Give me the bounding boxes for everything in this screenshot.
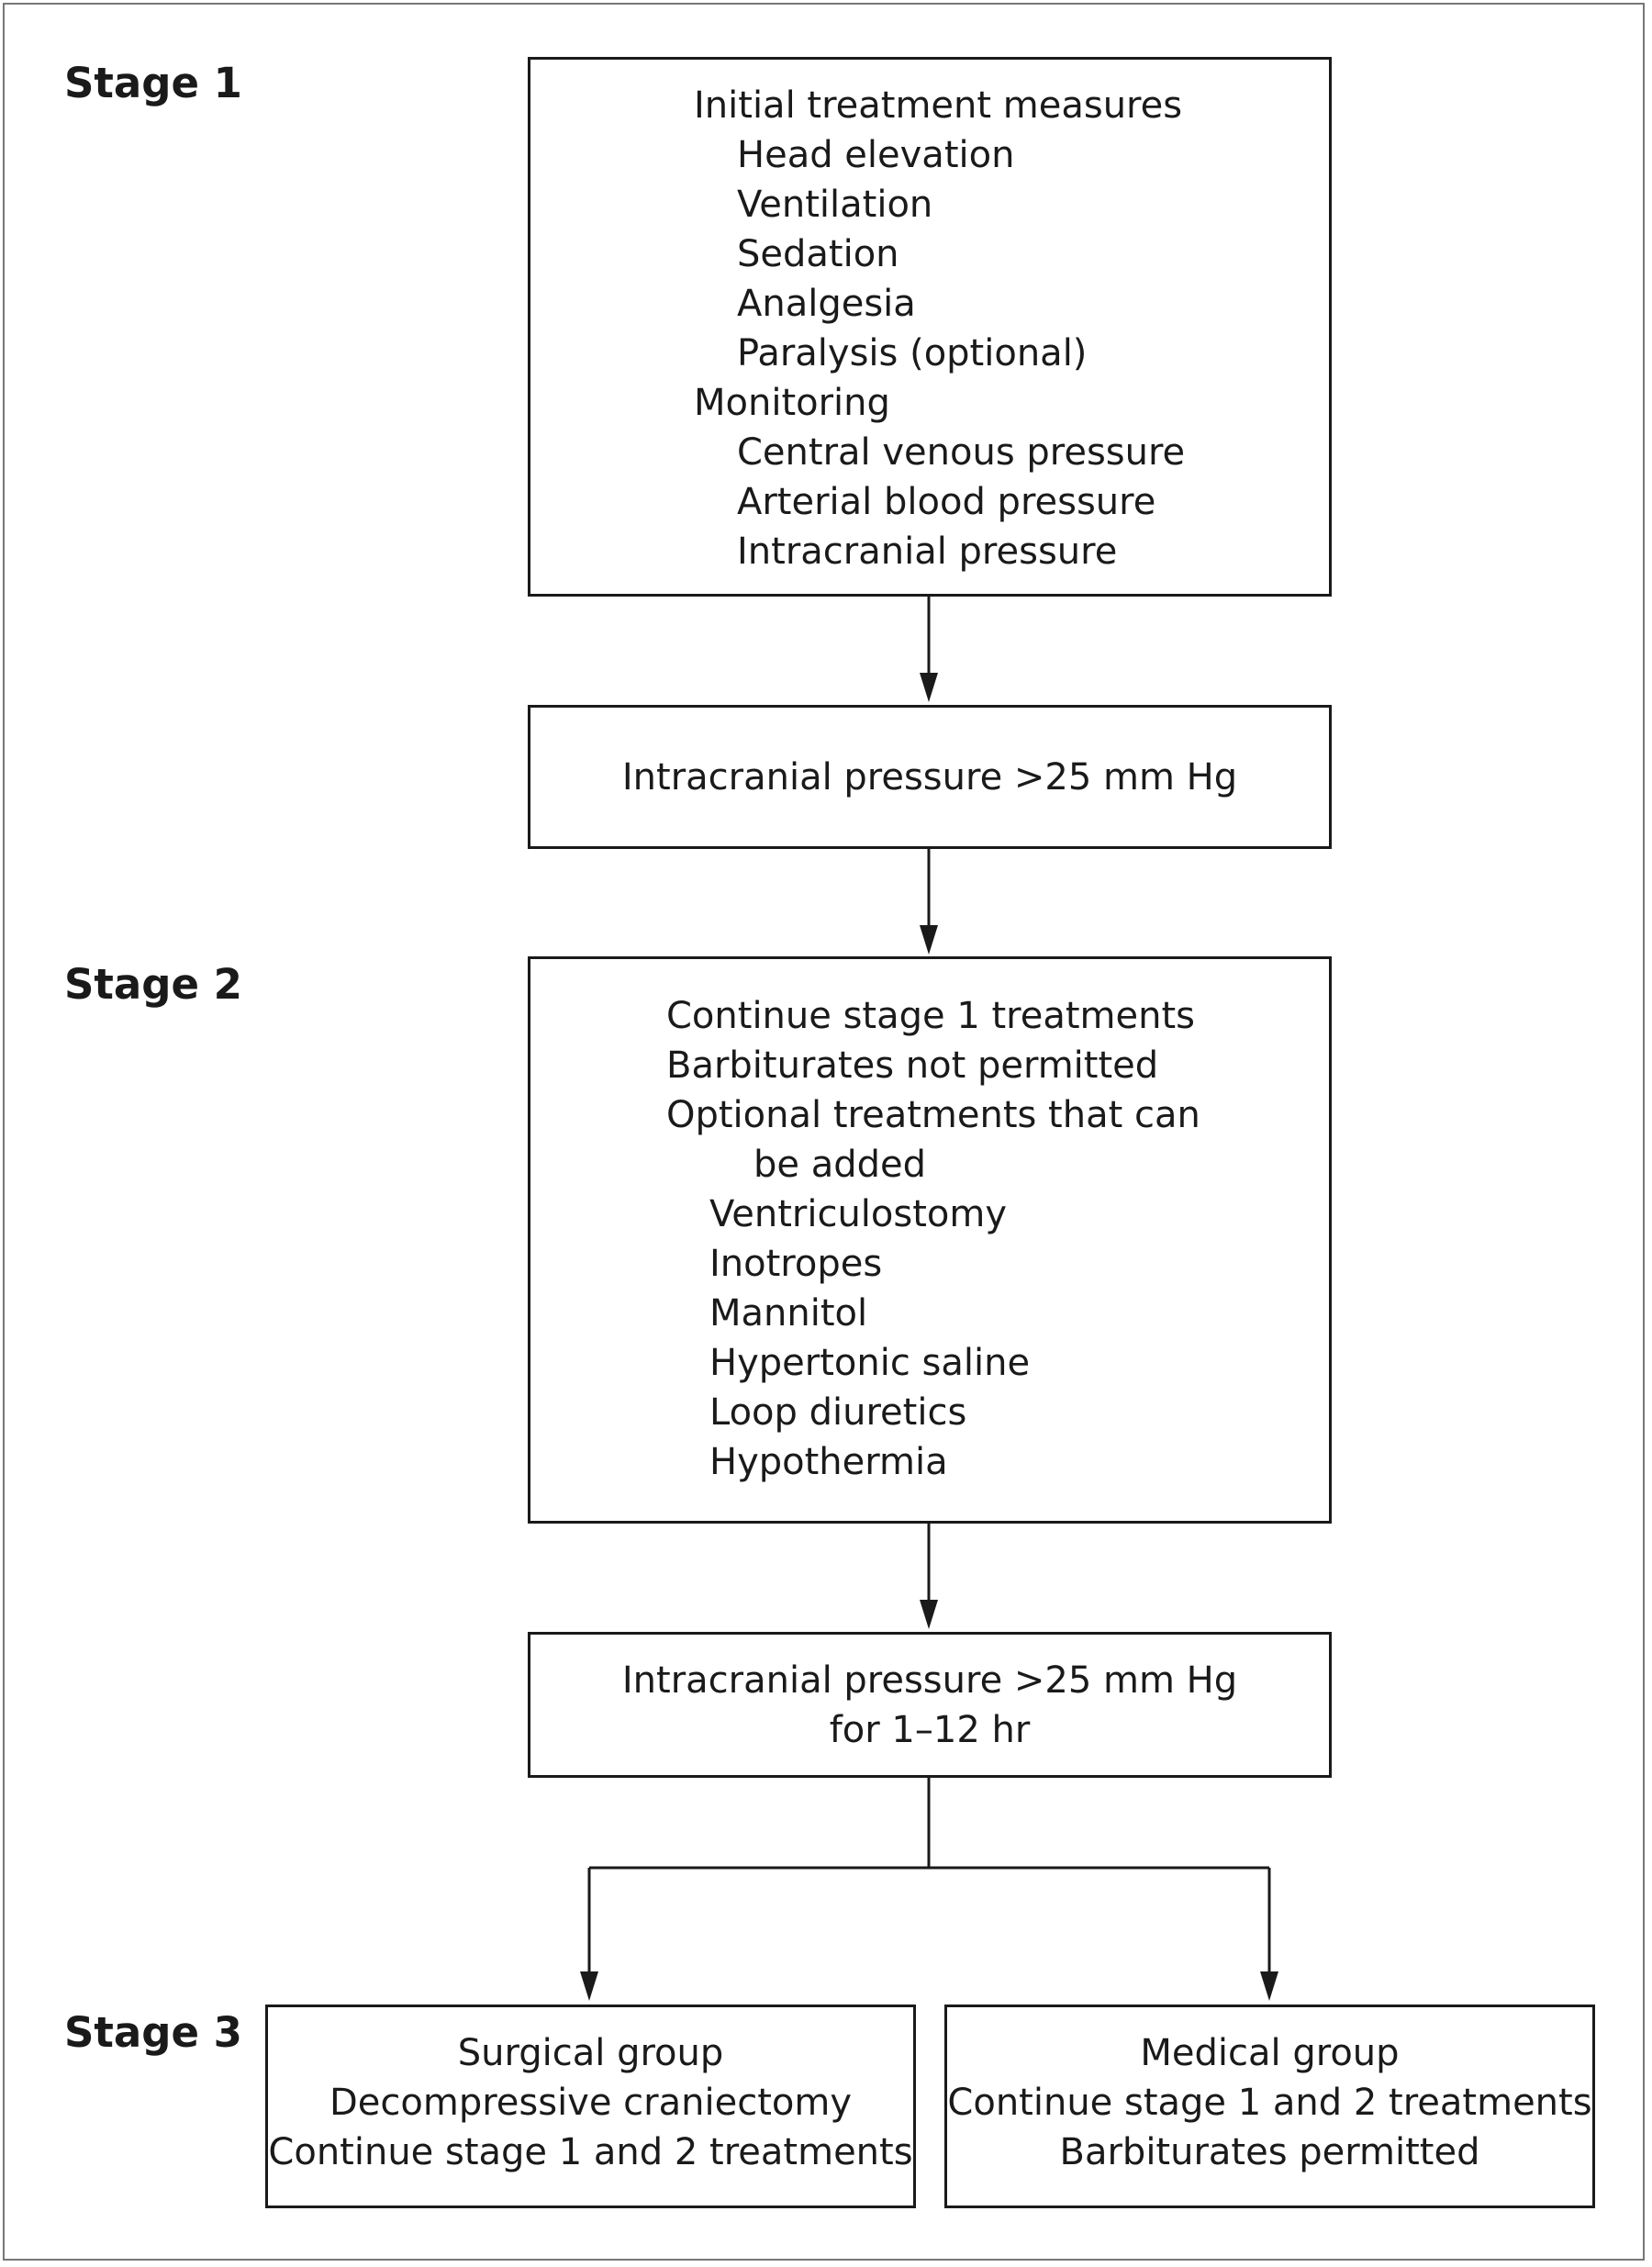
stage-2-treatment-box: Continue stage 1 treatments Barbiturates…: [528, 956, 1332, 1524]
box-line: Continue stage 1 and 2 treatments: [268, 2131, 913, 2173]
box-line: Intracranial pressure: [737, 530, 1118, 573]
icp-duration-box: Intracranial pressure >25 mm Hg for 1–12…: [528, 1632, 1332, 1778]
box-line: Head elevation: [737, 134, 1015, 176]
box-line: be added: [753, 1144, 927, 1186]
box-line: Hypertonic saline: [709, 1342, 1031, 1384]
figure-frame: [3, 3, 1645, 2261]
box-line: Intracranial pressure >25 mm Hg: [621, 756, 1238, 798]
arrow-2-head: [920, 925, 938, 955]
medical-group-box: Medical group Continue stage 1 and 2 tre…: [944, 2005, 1595, 2208]
box-line: Inotropes: [709, 1243, 883, 1285]
box-line: Initial treatment measures: [694, 84, 1183, 127]
box-line: Barbiturates not permitted: [666, 1044, 1159, 1087]
box-line: Ventilation: [737, 184, 933, 226]
initial-treatment-box: Initial treatment measures Head elevatio…: [528, 57, 1332, 597]
box-line: Medical group: [1140, 2032, 1400, 2074]
surgical-group-box: Surgical group Decompressive craniectomy…: [265, 2005, 916, 2208]
box-line: Arterial blood pressure: [737, 481, 1156, 523]
stage-3-label: Stage 3: [64, 2008, 242, 2057]
box-line: Continue stage 1 treatments: [666, 995, 1195, 1037]
box-line: Monitoring: [694, 382, 890, 424]
arrow-left-head: [580, 1971, 598, 2001]
box-line: Sedation: [737, 233, 899, 275]
arrow-3-head: [920, 1600, 938, 1629]
box-line: Ventriculostomy: [709, 1193, 1008, 1235]
stage-2-label: Stage 2: [64, 960, 242, 1009]
box-line: Decompressive craniectomy: [329, 2082, 852, 2124]
stage-1-label: Stage 1: [64, 59, 242, 107]
box-line: for 1–12 hr: [829, 1709, 1031, 1751]
box-line: Surgical group: [457, 2032, 724, 2074]
box-line: Optional treatments that can: [666, 1094, 1200, 1136]
box-line: Intracranial pressure >25 mm Hg: [621, 1659, 1238, 1702]
box-line: Mannitol: [709, 1292, 868, 1335]
box-line: Analgesia: [737, 283, 916, 325]
box-line: Barbiturates permitted: [1059, 2131, 1480, 2173]
box-line: Paralysis (optional): [737, 332, 1088, 374]
box-line: Central venous pressure: [737, 431, 1186, 474]
box-line: Loop diuretics: [709, 1391, 967, 1434]
icp-threshold-box: Intracranial pressure >25 mm Hg: [528, 705, 1332, 849]
arrow-right-head: [1260, 1971, 1278, 2001]
arrow-1-head: [920, 673, 938, 702]
box-line: Hypothermia: [709, 1441, 948, 1483]
box-line: Continue stage 1 and 2 treatments: [947, 2082, 1592, 2124]
